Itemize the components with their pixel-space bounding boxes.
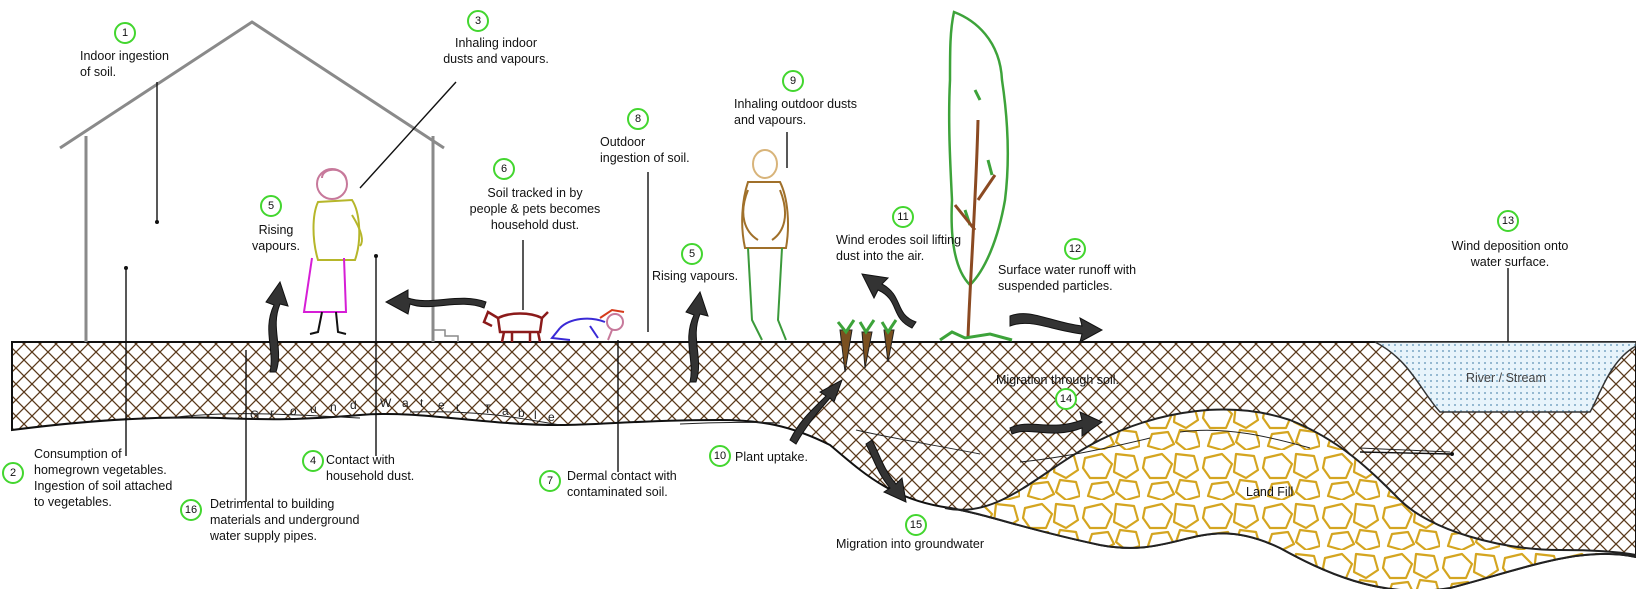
gwt-letter: a (402, 396, 409, 410)
marker-12: 12 (1064, 238, 1086, 260)
gwt-letter: b (518, 406, 525, 420)
landfill-label: Land Fill (1246, 484, 1293, 500)
label-outdoor-ingestion: Outdoor ingestion of soil. (600, 134, 690, 166)
gwt-letter: T (484, 402, 491, 416)
marker-16: 16 (180, 499, 202, 521)
marker-5a: 5 (260, 195, 282, 217)
gwt-letter: d (350, 398, 357, 412)
label-wind-erodes: Wind erodes soil lifting dust into the a… (836, 232, 961, 264)
gwt-letter: W (380, 396, 391, 410)
label-indoor-ingestion: Indoor ingestion of soil. (80, 48, 169, 80)
gwt-letter: u (310, 402, 317, 416)
marker-6: 6 (493, 158, 515, 180)
river-label: River / Stream (1466, 370, 1546, 386)
marker-10: 10 (709, 445, 731, 467)
marker-13: 13 (1497, 210, 1519, 232)
gwt-letter: l (534, 408, 537, 422)
label-plant-uptake: Plant uptake. (735, 449, 808, 465)
gwt-letter: r (456, 400, 460, 414)
gwt-letter: r (270, 406, 274, 420)
gwt-letter: o (290, 404, 297, 418)
marker-7: 7 (539, 470, 561, 492)
gwt-letter: e (438, 398, 445, 412)
marker-1: 1 (114, 22, 136, 44)
man-figure (742, 150, 788, 340)
label-rising-vapours-indoor: Rising vapours. (236, 222, 316, 254)
marker-4: 4 (302, 450, 324, 472)
label-dermal-contact: Dermal contact with contaminated soil. (567, 468, 677, 500)
label-household-dust-contact: Contact with household dust. (326, 452, 414, 484)
label-inhaling-outdoor: Inhaling outdoor dusts and vapours. (734, 96, 857, 128)
marker-3: 3 (467, 10, 489, 32)
label-homegrown-vegetables: Consumption of homegrown vegetables. Ing… (34, 446, 172, 510)
child-figure (552, 310, 624, 340)
gwt-letter: n (330, 400, 337, 414)
label-soil-tracked-in: Soil tracked in by people & pets becomes… (455, 185, 615, 233)
label-rising-vapours-outdoor: Rising vapours. (652, 268, 738, 284)
label-building-materials: Detrimental to building materials and un… (210, 496, 359, 544)
marker-9: 9 (782, 70, 804, 92)
gwt-letter: a (502, 404, 509, 418)
marker-8: 8 (627, 108, 649, 130)
marker-2: 2 (2, 462, 24, 484)
gwt-letter: G (250, 408, 259, 422)
label-inhaling-indoor: Inhaling indoor dusts and vapours. (426, 35, 566, 67)
gwt-letter: t (420, 396, 423, 410)
label-migration-soil: Migration through soil. (996, 372, 1119, 388)
label-wind-deposition: Wind deposition onto water surface. (1430, 238, 1590, 270)
marker-15: 15 (905, 514, 927, 536)
gwt-letter: e (548, 410, 555, 424)
marker-14: 14 (1055, 388, 1077, 410)
label-migration-groundwater: Migration into groundwater (836, 536, 984, 552)
label-surface-runoff: Surface water runoff with suspended part… (998, 262, 1136, 294)
marker-11: 11 (892, 206, 914, 228)
marker-5b: 5 (681, 243, 703, 265)
dog-figure (484, 312, 548, 342)
